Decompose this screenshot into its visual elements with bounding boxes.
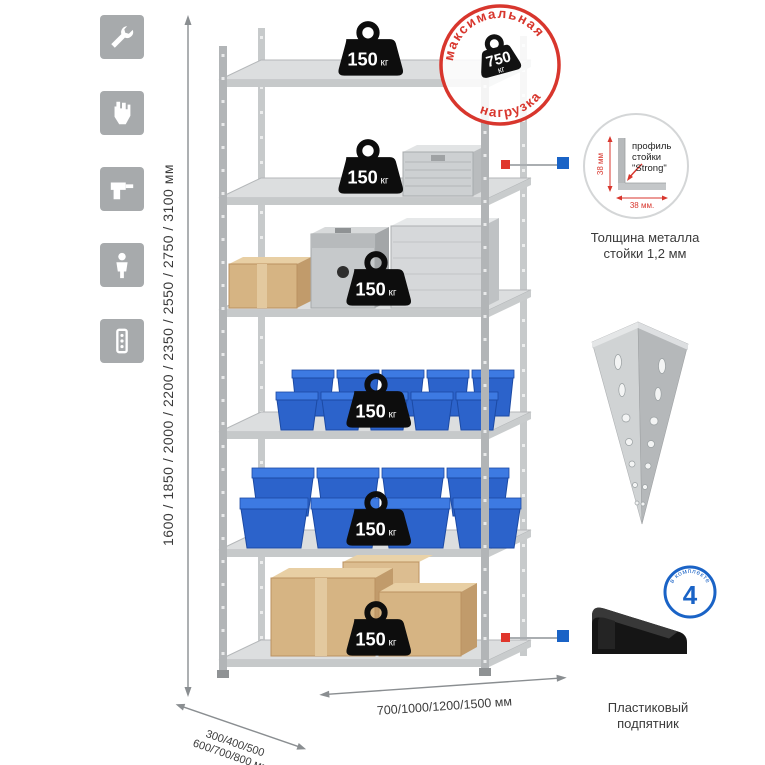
profile-dim-vertical: 38 мм — [596, 153, 605, 175]
feature-tile-gloves — [100, 91, 144, 135]
perforation-holes — [614, 354, 666, 507]
foot-caption-line2: подпятник — [617, 716, 679, 732]
width-dimension: 700/1000/1200/1500 мм — [317, 670, 571, 721]
drill-icon — [110, 182, 134, 200]
connector-line-top — [509, 164, 559, 166]
front-posts — [217, 46, 491, 678]
feature-tile-drill — [100, 167, 144, 211]
aluminum-case — [402, 145, 487, 197]
feature-tile-person — [100, 243, 144, 287]
foot-badge-value: 4 — [683, 580, 698, 610]
stamp-value: 750 — [484, 48, 513, 71]
feature-tile-tools — [100, 15, 144, 59]
marker-red-top — [501, 160, 510, 169]
height-dimension-arrow — [184, 15, 192, 697]
plastic-foot-image: в комплекте 4 — [592, 565, 717, 654]
included-count-badge — [663, 565, 717, 619]
work-gloves-icon — [114, 101, 131, 125]
depth-dimension-arrow — [175, 703, 307, 750]
profile-caption: Толщина металла стойки 1,2 мм — [575, 230, 715, 263]
height-dimension-label: 1600 / 1850 / 2000 / 2200 / 2350 / 2550 … — [160, 164, 176, 546]
profile-caption-line1: Толщина металла — [590, 230, 700, 245]
marker-red-bottom — [501, 633, 510, 642]
post-profile-detail: 38 мм 38 мм. профиль стойки "Strong" — [583, 113, 689, 219]
profile-caption-line2: стойки 1,2 мм — [603, 246, 687, 262]
marker-blue-top — [557, 157, 569, 169]
depth-dimension: 300/400/500 600/700/800 мм — [162, 697, 311, 765]
foot-caption: Пластиковый подпятник — [578, 700, 718, 733]
corner-post-image — [591, 321, 689, 525]
person-icon — [116, 252, 128, 279]
profile-dim-horizontal: 38 мм. — [630, 201, 654, 210]
profile-label-line1: профиль — [632, 141, 671, 152]
back-posts — [258, 28, 527, 656]
foot-caption-line1: Пластиковый — [607, 700, 689, 715]
wrench-icon — [111, 26, 134, 48]
profile-label-line2: стойки — [632, 152, 661, 163]
stamp-unit: кг — [497, 64, 506, 75]
max-load-stamp: максимальная нагрузка 750 кг — [423, 0, 577, 142]
marker-blue-bottom — [557, 630, 569, 642]
profile-label-line3: "Strong" — [632, 163, 667, 174]
width-dimension-arrow — [319, 674, 567, 698]
cardboard-box — [228, 257, 311, 309]
feature-tile-profile — [100, 319, 144, 363]
connector-line-bottom — [509, 637, 559, 639]
rack-profile-icon — [116, 328, 128, 354]
